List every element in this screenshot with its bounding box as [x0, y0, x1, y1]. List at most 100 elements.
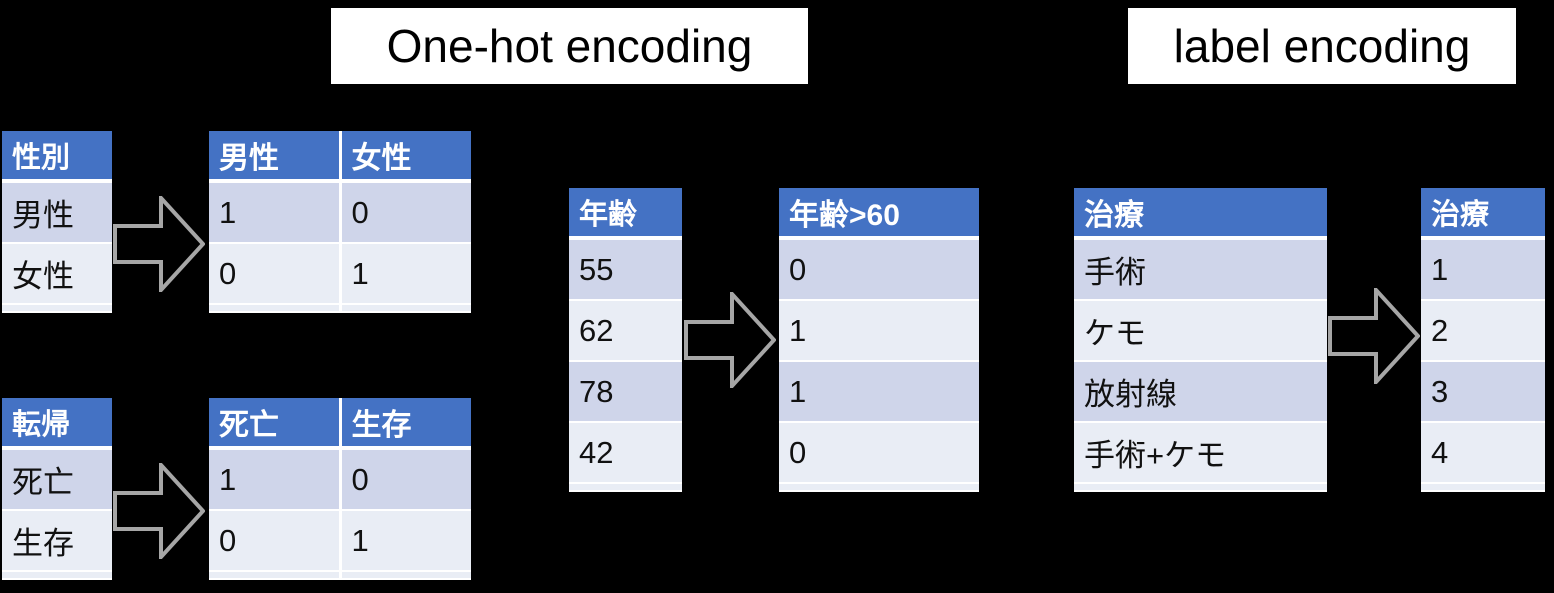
table-body: 1 2 3 4 [1421, 240, 1545, 492]
table-cell-empty [1074, 484, 1327, 492]
table-outcome-one-hot: 死亡 生存 1 0 0 1 [209, 398, 471, 580]
table-cell: 0 [341, 183, 471, 244]
table-header-cell: 女性 [341, 131, 471, 183]
table-row: 0 [779, 423, 979, 484]
table-header-cell: 年齢>60 [779, 188, 979, 240]
table-gender-one-hot: 男性 女性 1 0 0 1 [209, 131, 471, 313]
table-cell: 男性 [2, 183, 112, 244]
table-cell: 1 [209, 183, 342, 244]
table-body: 手術 ケモ 放射線 手術+ケモ [1074, 240, 1327, 492]
table-cell: 1 [341, 244, 471, 305]
table-row: 1 0 [209, 183, 471, 244]
table-row: 男性 [2, 183, 112, 244]
table-cell: 死亡 [2, 450, 112, 511]
table-row-filler [1074, 484, 1327, 492]
table-cell: ケモ [1074, 301, 1327, 362]
table-header-row: 年齢>60 [779, 188, 979, 240]
table-cell: 1 [1421, 240, 1545, 301]
table-cell: 55 [569, 240, 682, 301]
table-body: 死亡 生存 [2, 450, 112, 580]
table-cell: 1 [779, 301, 979, 362]
table-treatment-source: 治療 手術 ケモ 放射線 手術+ケモ [1074, 188, 1327, 492]
table-cell: 1 [779, 362, 979, 423]
table-cell: 手術+ケモ [1074, 423, 1327, 484]
table-cell: 1 [341, 511, 471, 572]
table-cell: 42 [569, 423, 682, 484]
table-gender-source: 性別 男性 女性 [2, 131, 112, 313]
table-row: 3 [1421, 362, 1545, 423]
table-row: 放射線 [1074, 362, 1327, 423]
table-cell: 放射線 [1074, 362, 1327, 423]
table-cell: 1 [209, 450, 342, 511]
table-cell: 62 [569, 301, 682, 362]
table-body: 55 62 78 42 [569, 240, 682, 492]
table-header-row: 治療 [1074, 188, 1327, 240]
table-cell-empty [569, 484, 682, 492]
table-age-binary: 年齢>60 0 1 1 0 [779, 188, 979, 492]
table-cell-empty [209, 572, 342, 580]
table-outcome-source: 転帰 死亡 生存 [2, 398, 112, 580]
table-cell-empty [341, 305, 471, 313]
table-header-cell: 治療 [1074, 188, 1327, 240]
table-row: 1 [779, 362, 979, 423]
table-row: 0 1 [209, 244, 471, 305]
table-header-cell: 年齢 [569, 188, 682, 240]
table-cell: 78 [569, 362, 682, 423]
table-cell: 4 [1421, 423, 1545, 484]
table-row: 手術+ケモ [1074, 423, 1327, 484]
table-row: 2 [1421, 301, 1545, 362]
table-body: 男性 女性 [2, 183, 112, 313]
table-row-filler [569, 484, 682, 492]
table-row-filler [2, 305, 112, 313]
table-row: 0 [779, 240, 979, 301]
table-row: ケモ [1074, 301, 1327, 362]
table-row: 生存 [2, 511, 112, 572]
table-header-row: 男性 女性 [209, 131, 471, 183]
table-cell: 0 [779, 423, 979, 484]
table-header-cell: 男性 [209, 131, 342, 183]
table-cell-empty [1421, 484, 1545, 492]
table-age-source: 年齢 55 62 78 42 [569, 188, 682, 492]
table-cell: 0 [209, 511, 342, 572]
table-treatment-label: 治療 1 2 3 4 [1421, 188, 1545, 492]
table-row-filler [779, 484, 979, 492]
table-cell: 2 [1421, 301, 1545, 362]
table-cell-empty [341, 572, 471, 580]
table-row: 1 [779, 301, 979, 362]
block-arrow-right-icon [684, 292, 776, 388]
table-header-row: 性別 [2, 131, 112, 183]
table-cell: 生存 [2, 511, 112, 572]
table-row: 78 [569, 362, 682, 423]
table-row: 1 [1421, 240, 1545, 301]
table-cell: 女性 [2, 244, 112, 305]
table-header-cell: 性別 [2, 131, 112, 183]
table-header-row: 年齢 [569, 188, 682, 240]
table-row-filler [209, 572, 471, 580]
table-row: 1 0 [209, 450, 471, 511]
table-row: 死亡 [2, 450, 112, 511]
block-arrow-right-icon [113, 463, 205, 559]
table-row: 0 1 [209, 511, 471, 572]
table-cell-empty [779, 484, 979, 492]
block-arrow-right-icon [1328, 288, 1420, 384]
table-header-row: 治療 [1421, 188, 1545, 240]
table-row: 62 [569, 301, 682, 362]
table-header-cell: 治療 [1421, 188, 1545, 240]
table-cell: 手術 [1074, 240, 1327, 301]
table-row-filler [1421, 484, 1545, 492]
table-row: 55 [569, 240, 682, 301]
table-cell: 0 [341, 450, 471, 511]
title-one-hot-encoding: One-hot encoding [331, 8, 808, 84]
table-row: 手術 [1074, 240, 1327, 301]
table-body: 1 0 0 1 [209, 183, 471, 313]
table-cell: 0 [209, 244, 342, 305]
table-header-cell: 死亡 [209, 398, 342, 450]
table-row: 4 [1421, 423, 1545, 484]
table-cell-empty [209, 305, 342, 313]
table-body: 0 1 1 0 [779, 240, 979, 492]
table-cell-empty [2, 305, 112, 313]
table-row: 女性 [2, 244, 112, 305]
table-header-row: 死亡 生存 [209, 398, 471, 450]
table-row: 42 [569, 423, 682, 484]
title-label-encoding: label encoding [1128, 8, 1516, 84]
